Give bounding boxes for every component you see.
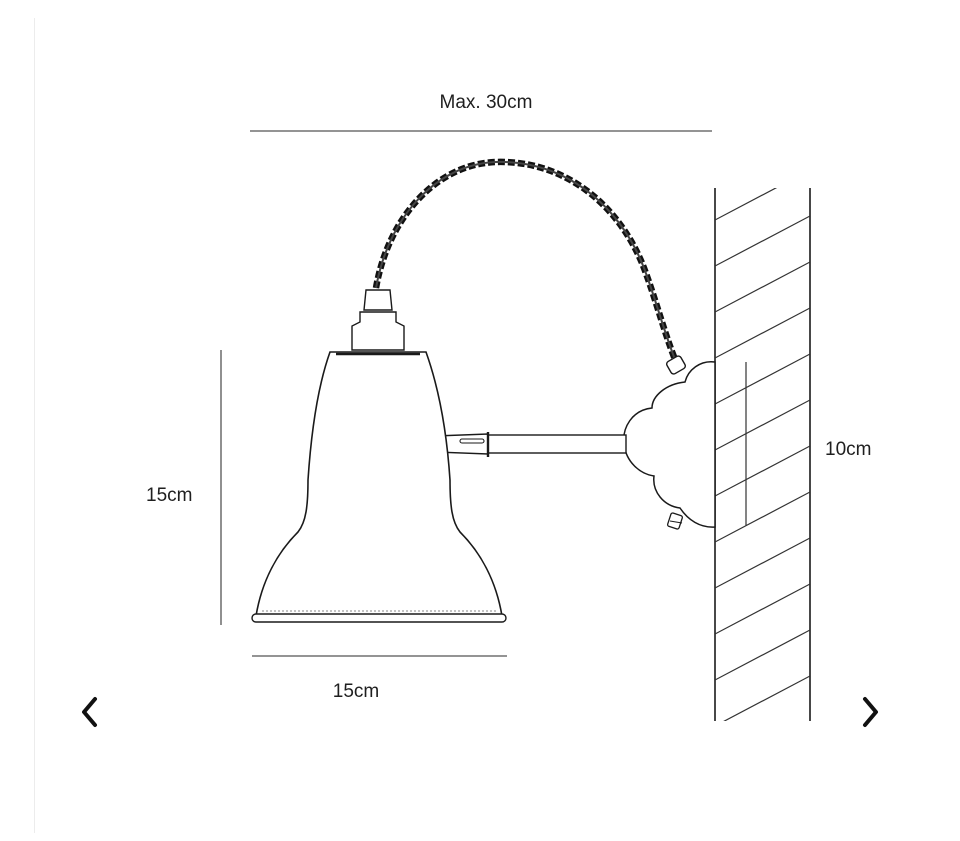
twisted-cable: [372, 158, 680, 364]
wall-height-label: 10cm: [825, 439, 871, 460]
wall-section: [714, 188, 811, 721]
cable-gland: [665, 355, 687, 375]
viewer-left-border: [34, 18, 35, 833]
shade-height-label: 15cm: [146, 485, 192, 506]
shade-width-label: 15cm: [333, 681, 379, 702]
bracket-screw: [667, 512, 683, 530]
chevron-left-icon: [82, 697, 97, 727]
max-width-label: Max. 30cm: [440, 92, 533, 113]
wall-hatching: [715, 188, 810, 721]
next-image-button[interactable]: [850, 692, 890, 732]
chevron-right-icon: [863, 697, 878, 727]
lamp-holder: [351, 289, 405, 351]
lamp-shade: [251, 351, 507, 623]
previous-image-button[interactable]: [70, 692, 110, 732]
wall-bracket: [623, 361, 716, 528]
